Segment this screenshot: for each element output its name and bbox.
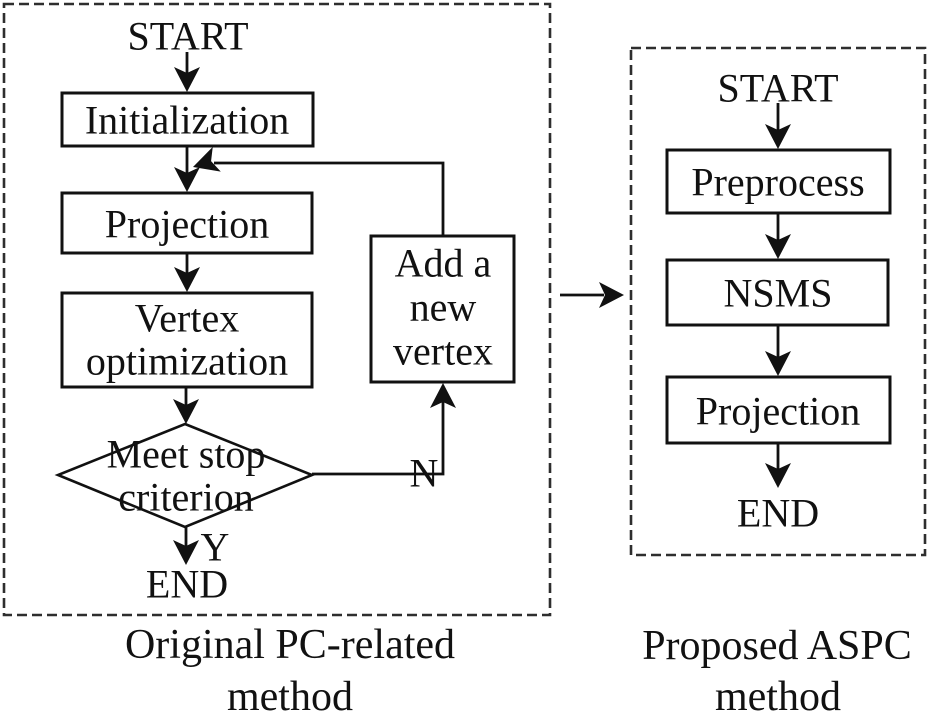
left-start-label: START	[127, 14, 248, 59]
preprocess-nsms-arrowhead-icon	[765, 234, 791, 259]
left-projection-box	[60, 191, 314, 255]
branch-no-line	[312, 402, 445, 476]
right-start-arrowhead-icon	[765, 124, 791, 149]
decision-label-line1: Meet stop	[107, 432, 266, 477]
nsms-label: NSMS	[724, 271, 833, 316]
vertex-optimization-label-line1: Vertex	[135, 296, 239, 341]
branch-yes-label: Y	[201, 525, 230, 570]
add-new-vertex-label-line3: vertex	[393, 329, 493, 374]
projection-end-arrowhead-icon	[765, 463, 791, 488]
nsms-box	[665, 258, 890, 327]
nsms-projection-arrowhead-icon	[765, 351, 791, 376]
right-projection-box	[665, 375, 892, 445]
vertexopt-decision-arrowhead-icon	[173, 399, 199, 424]
left-flowchart-panel: START Initialization Projection Vertex o…	[2, 2, 552, 716]
decision-end-arrowhead-icon	[173, 540, 199, 565]
projection-vertexopt-arrowhead-icon	[174, 267, 200, 292]
right-caption-line2: method	[715, 674, 841, 716]
initialization-box	[60, 91, 315, 148]
right-flowchart-panel: START Preprocess NSMS Projection END Pro…	[629, 46, 927, 716]
panel-connector	[560, 282, 624, 308]
add-new-vertex-box	[369, 234, 516, 384]
left-caption-line2: method	[227, 674, 353, 716]
decision-label-line2: criterion	[118, 475, 254, 520]
add-new-vertex-label-line1: Add a	[395, 241, 492, 286]
left-projection-label: Projection	[105, 202, 269, 247]
preprocess-label: Preprocess	[691, 160, 864, 205]
panel-connector-arrowhead-icon	[599, 282, 624, 308]
left-panel-dashed-border	[2, 2, 552, 617]
right-end-label: END	[737, 491, 819, 536]
feedback-loop-line	[214, 161, 445, 236]
right-panel-dashed-border	[629, 46, 927, 557]
branch-no-arrowhead-icon	[430, 383, 456, 408]
right-projection-label: Projection	[696, 389, 860, 434]
left-caption-line1: Original PC-related	[125, 622, 455, 668]
vertex-optimization-label-line2: optimization	[86, 339, 288, 384]
left-start-arrowhead-icon	[174, 67, 200, 92]
initialization-label: Initialization	[85, 98, 289, 143]
preprocess-box	[665, 148, 892, 215]
left-end-label: END	[146, 562, 228, 607]
branch-no-label: N	[410, 451, 439, 496]
initialization-projection-arrowhead-icon	[174, 167, 200, 192]
right-caption-line1: Proposed ASPC	[642, 623, 912, 669]
add-new-vertex-label-line2: new	[410, 285, 477, 330]
feedback-arrowhead-icon	[193, 146, 221, 172]
